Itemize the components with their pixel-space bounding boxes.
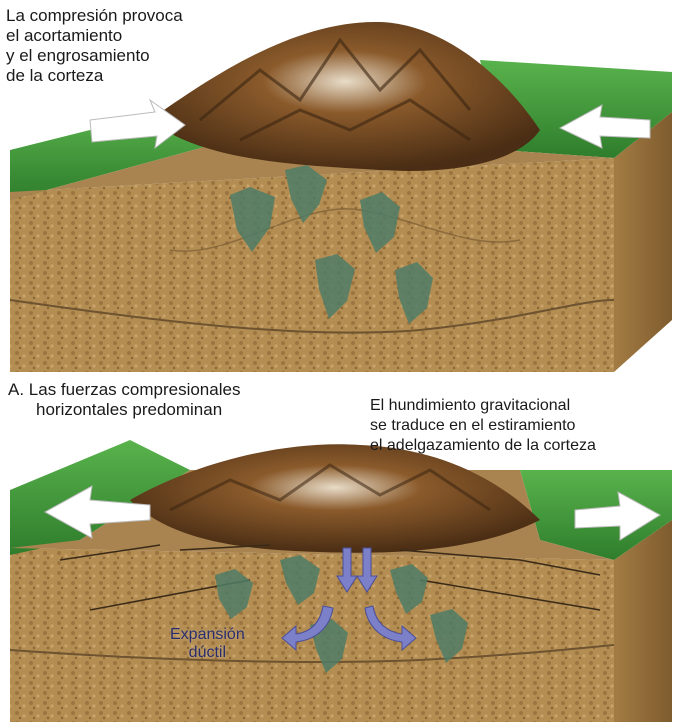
panel-a-label: A. Las fuerzas compresionales horizontal… [8, 380, 240, 420]
top-caption-line: La compresión provoca [6, 6, 183, 26]
ductile-line: Expansión [170, 626, 245, 644]
bottom-caption-line: el adelgazamiento de la corteza [370, 436, 596, 456]
bottom-block [10, 440, 672, 722]
ductile-expansion-label: Expansión dúctil [170, 626, 245, 662]
top-caption-line: y el engrosamiento [6, 46, 183, 66]
panel-a-line: horizontales predominan [8, 400, 240, 420]
panel-a-line: A. Las fuerzas compresionales [8, 380, 240, 400]
top-caption: La compresión provoca el acortamiento y … [6, 6, 183, 86]
ductile-line: dúctil [170, 644, 245, 662]
bottom-caption-line: se traduce en el estiramiento [370, 416, 596, 436]
bottom-caption: El hundimiento gravitacional se traduce … [370, 396, 596, 456]
bottom-caption-line: El hundimiento gravitacional [370, 396, 596, 416]
top-caption-line: el acortamiento [6, 26, 183, 46]
top-caption-line: de la corteza [6, 66, 183, 86]
